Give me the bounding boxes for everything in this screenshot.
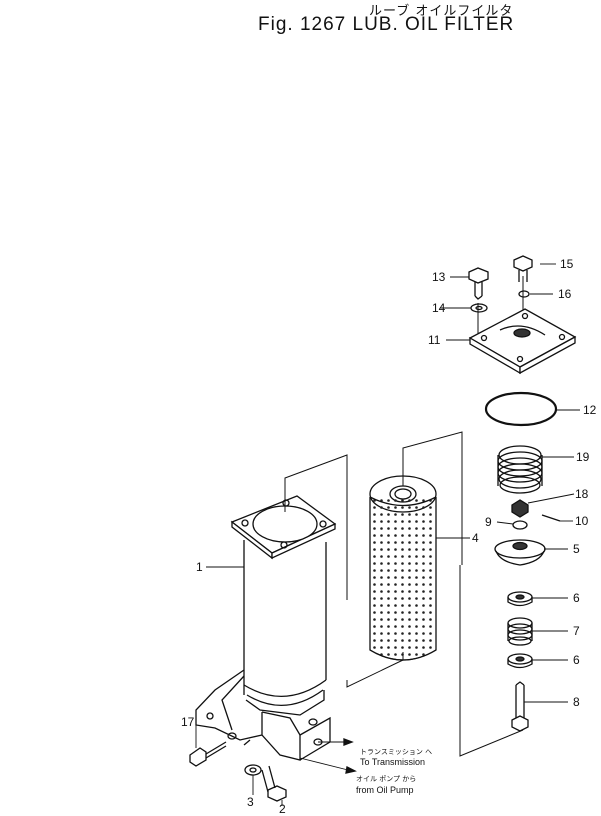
- filter-cover: [468, 308, 577, 375]
- note-to-transmission: To Transmission: [360, 757, 425, 767]
- label-part-13: 13: [432, 270, 446, 284]
- bolt-15: [513, 255, 533, 282]
- label-part-14: 14: [432, 301, 446, 315]
- label-part-19: 19: [576, 450, 590, 464]
- flow-notes: トランスミッション へ To Transmission オイル ポンプ から f…: [356, 748, 432, 795]
- plug-8: [511, 681, 529, 732]
- label-part-9: 9: [485, 515, 492, 529]
- filter-housing: [189, 495, 337, 767]
- note-from-oil-pump-jp: オイル ポンプ から: [356, 775, 416, 783]
- note-from-oil-pump: from Oil Pump: [356, 785, 414, 795]
- o-ring-12: [484, 391, 558, 427]
- seat-6-upper: [507, 591, 533, 607]
- bolt-13: [468, 267, 489, 300]
- bolt-2: [261, 765, 287, 802]
- explode-lines: [284, 276, 524, 757]
- label-part-4: 4: [472, 531, 479, 545]
- label-part-6-lower: 6: [573, 653, 580, 667]
- washer-9: [512, 520, 528, 530]
- pin-10: [541, 514, 561, 522]
- label-part-10: 10: [575, 514, 589, 528]
- label-part-8: 8: [573, 695, 580, 709]
- label-part-15: 15: [560, 257, 574, 271]
- label-part-6-upper: 6: [573, 591, 580, 605]
- label-part-12: 12: [583, 403, 597, 417]
- label-part-1: 1: [196, 560, 203, 574]
- title-japanese: ルーブ オイルフイルタ: [369, 4, 514, 19]
- figure-title: Fig. 1267 LUB. OIL FILTER: [258, 14, 515, 35]
- part-labels: 1 2 3 4 5 6 6 7 8 9 10 11 12 13 14 15 16…: [181, 257, 597, 816]
- washer-16: [518, 290, 530, 298]
- label-part-2: 2: [279, 802, 286, 816]
- seat-6-lower: [507, 653, 533, 669]
- nut-18: [511, 499, 529, 518]
- label-part-5: 5: [573, 542, 580, 556]
- label-part-11: 11: [428, 333, 441, 347]
- note-to-transmission-jp: トランスミッション へ: [360, 748, 432, 756]
- label-part-18: 18: [575, 487, 589, 501]
- label-part-16: 16: [558, 287, 572, 301]
- washer-14: [470, 303, 488, 313]
- filter-element: [369, 475, 437, 661]
- spring-19: [497, 445, 543, 494]
- leader-lines: [195, 263, 580, 806]
- label-part-17: 17: [181, 715, 195, 729]
- label-part-3: 3: [247, 795, 254, 809]
- label-part-7: 7: [573, 624, 580, 638]
- spring-7: [507, 617, 533, 646]
- valve-5: [494, 539, 546, 566]
- washer-3: [244, 764, 262, 776]
